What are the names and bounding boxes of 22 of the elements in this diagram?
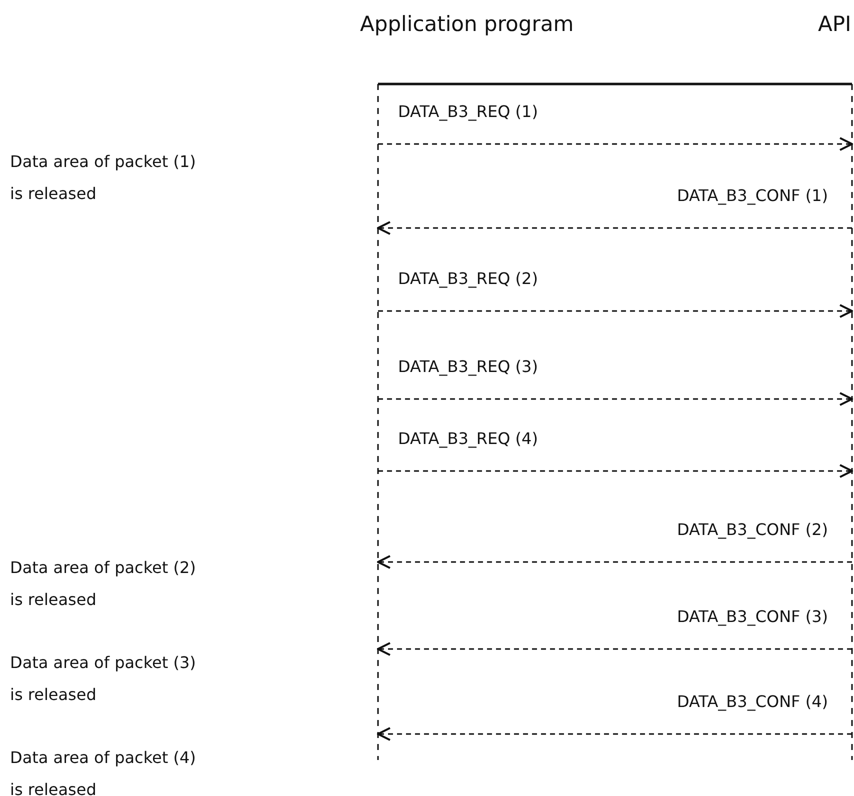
message-arrow (378, 392, 853, 406)
message-arrow (377, 727, 852, 741)
message-arrow (378, 304, 853, 318)
message-label: DATA_B3_REQ (3) (398, 357, 538, 376)
note-text: Data area of packet (1) is released (10, 151, 197, 205)
note-text: Data area of packet (4) is released (10, 747, 197, 796)
message-arrow (377, 221, 852, 235)
message-arrow (378, 464, 853, 478)
message-label: DATA_B3_REQ (2) (398, 269, 538, 288)
message-label: DATA_B3_CONF (3) (676, 607, 828, 626)
participant-label: API (818, 12, 852, 36)
message-label: DATA_B3_CONF (1) (676, 186, 828, 205)
message-label: DATA_B3_REQ (4) (398, 429, 538, 448)
message-arrow (378, 137, 853, 151)
message-label: DATA_B3_REQ (1) (398, 102, 538, 121)
message-label: DATA_B3_CONF (2) (676, 520, 828, 539)
message-arrow (377, 555, 852, 569)
message-arrow (377, 642, 852, 656)
note-text: Data area of packet (3) is released (10, 652, 197, 706)
participant-label: Application program (360, 12, 574, 36)
message-label: DATA_B3_CONF (4) (676, 692, 828, 711)
note-text: Data area of packet (2) is released (10, 557, 197, 611)
